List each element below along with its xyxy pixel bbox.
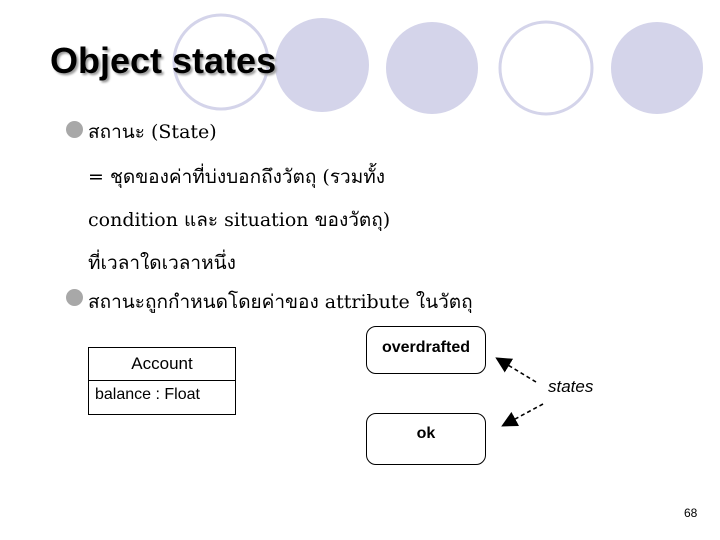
class-name: Account: [131, 354, 193, 373]
decor-disc: [611, 22, 703, 114]
class-divider: [89, 380, 235, 381]
state-overdrafted-label: overdrafted: [381, 339, 471, 356]
slide-title: Object states: [50, 40, 277, 81]
arrow-to-ok: [501, 403, 544, 427]
state-overdrafted: overdrafted: [366, 326, 486, 374]
page-number: 68: [684, 506, 698, 520]
bullet-1-line-4: ที่เวลาใดเวลาหนึ่ง: [88, 252, 236, 274]
bullet-1-line-1: สถานะ (State): [88, 121, 217, 143]
bullet-2-line-1: สถานะถูกกำหนดโดยค่าของ attribute ในวัตถุ: [88, 291, 473, 313]
class-box-account: Account balance : Float: [88, 347, 236, 415]
states-annotation: states: [548, 377, 594, 396]
decor-ring: [498, 20, 594, 116]
decor-disc: [386, 22, 478, 114]
state-ok-label: ok: [416, 425, 436, 442]
bullet-1-line-3: condition และ situation ของวัตถุ): [88, 209, 391, 231]
bullet-1-line-2: = ชุดของค่าที่บ่งบอกถึงวัตถุ (รวมทั้ง: [88, 166, 386, 188]
decor-ring: [172, 13, 270, 111]
bullet-marker: [66, 289, 83, 306]
arrow-to-overdrafted: [495, 357, 537, 383]
state-ok: ok: [366, 413, 486, 465]
class-attribute: balance : Float: [95, 386, 200, 403]
bullet-marker: [66, 121, 83, 138]
decor-disc: [275, 18, 369, 112]
